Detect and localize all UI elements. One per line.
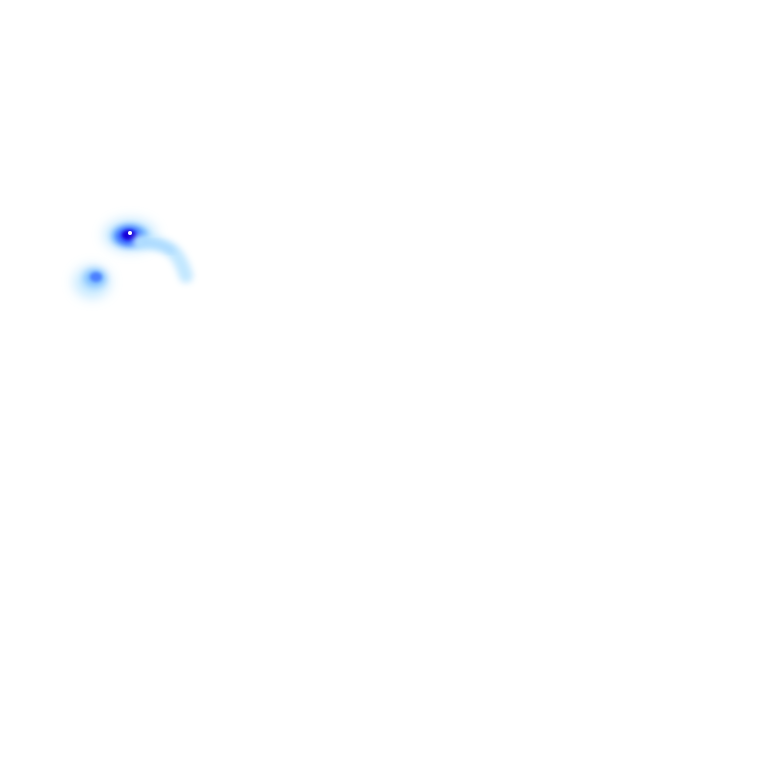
heat-trail xyxy=(133,235,193,283)
heat-peak xyxy=(122,230,136,240)
heat-cluster-lower xyxy=(74,266,110,298)
heat-trail-core xyxy=(139,239,175,254)
heat-hotspot xyxy=(128,231,132,235)
heat-strong xyxy=(90,272,102,282)
